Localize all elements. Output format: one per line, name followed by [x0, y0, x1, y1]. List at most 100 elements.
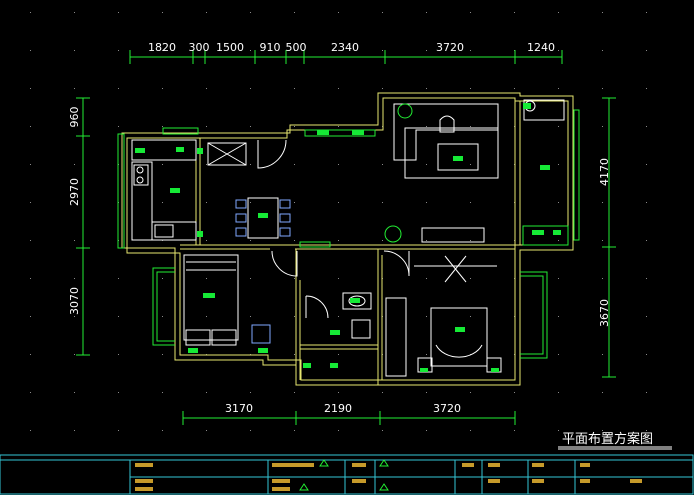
grid-dot	[30, 50, 31, 51]
grid-dot	[602, 316, 603, 317]
doors	[257, 139, 410, 319]
grid-dot	[470, 430, 471, 431]
grid-dot	[162, 202, 163, 203]
grid-dot	[426, 316, 427, 317]
grid-dot	[646, 354, 647, 355]
plant-icon-top	[397, 103, 413, 119]
grid-dot	[294, 316, 295, 317]
grid-dot	[426, 354, 427, 355]
grid-dot	[514, 430, 515, 431]
grid-dot	[646, 202, 647, 203]
grid-dot	[206, 88, 207, 89]
grid-dot	[426, 392, 427, 393]
grid-dot	[294, 430, 295, 431]
grid-dot	[338, 12, 339, 13]
grid-dot	[30, 430, 31, 431]
grid-dot	[338, 240, 339, 241]
grid-dot	[426, 164, 427, 165]
grid-dot	[162, 354, 163, 355]
grid-dot	[558, 240, 559, 241]
grid-dot	[470, 392, 471, 393]
grid-dot	[514, 12, 515, 13]
dim-right-1: 4170	[598, 158, 611, 186]
grid-dot	[426, 126, 427, 127]
grid-dot	[162, 430, 163, 431]
grid-dot	[162, 88, 163, 89]
grid-dot	[602, 126, 603, 127]
grid-dot	[470, 164, 471, 165]
dim-left-2: 2970	[68, 178, 81, 206]
grid-dot	[74, 202, 75, 203]
grid-dot	[338, 202, 339, 203]
grid-dot	[602, 354, 603, 355]
grid-dot	[162, 278, 163, 279]
grid-dot	[558, 12, 559, 13]
grid-dot	[470, 50, 471, 51]
grid-dot	[74, 354, 75, 355]
grid-dot	[382, 202, 383, 203]
grid-dot	[646, 164, 647, 165]
dim-top-4: 910	[260, 41, 281, 54]
grid-dot	[294, 12, 295, 13]
dining-chairs	[235, 199, 291, 237]
grid-dot	[470, 278, 471, 279]
dim-top-7: 3720	[436, 41, 464, 54]
grid-dot	[558, 164, 559, 165]
grid-dot	[646, 316, 647, 317]
grid-dot	[426, 202, 427, 203]
drawing-title: 平面布置方案图	[562, 431, 653, 447]
grid-dot	[558, 354, 559, 355]
grid-dot	[294, 202, 295, 203]
grid-dot	[602, 202, 603, 203]
grid-dot	[382, 88, 383, 89]
grid-dot	[294, 392, 295, 393]
grid-dot	[74, 430, 75, 431]
grid-dot	[206, 240, 207, 241]
grid-dot	[426, 88, 427, 89]
grid-dot	[206, 126, 207, 127]
grid-dot	[646, 12, 647, 13]
grid-dot	[250, 164, 251, 165]
grid-dot	[646, 240, 647, 241]
bottom-dimension-labels: 3170 2190 3720	[225, 402, 461, 415]
grid-dot	[558, 50, 559, 51]
grid-dot	[162, 126, 163, 127]
grid-dot	[162, 392, 163, 393]
grid-dot	[426, 50, 427, 51]
grid-dot	[294, 354, 295, 355]
grid-dot	[30, 202, 31, 203]
grid-dot	[426, 12, 427, 13]
grid-dot	[294, 50, 295, 51]
grid-dot	[118, 354, 119, 355]
grid-dot	[118, 392, 119, 393]
grid-dot	[602, 392, 603, 393]
dim-top-2: 300	[189, 41, 210, 54]
left-dimension-labels: 960 2970 3070	[68, 107, 81, 316]
grid-dot	[294, 240, 295, 241]
grid-dot	[162, 50, 163, 51]
grid-dot	[470, 126, 471, 127]
grid-dot	[338, 392, 339, 393]
wardrobe-rails	[186, 261, 236, 271]
grid-dot	[30, 240, 31, 241]
grid-dot	[558, 88, 559, 89]
plant-icon	[384, 225, 402, 243]
grid-dot	[470, 202, 471, 203]
grid-dot	[470, 316, 471, 317]
grid-dot	[382, 430, 383, 431]
grid-dot	[646, 278, 647, 279]
grid-dot	[250, 12, 251, 13]
grid-dot	[30, 88, 31, 89]
grid-dot	[30, 164, 31, 165]
grid-dot	[602, 88, 603, 89]
grid-dot	[250, 50, 251, 51]
grid-dot	[470, 88, 471, 89]
grid-dot	[250, 240, 251, 241]
background-grid	[30, 12, 647, 431]
grid-dot	[382, 392, 383, 393]
grid-dot	[426, 430, 427, 431]
grid-dot	[338, 278, 339, 279]
grid-dot	[30, 278, 31, 279]
grid-dot	[470, 240, 471, 241]
